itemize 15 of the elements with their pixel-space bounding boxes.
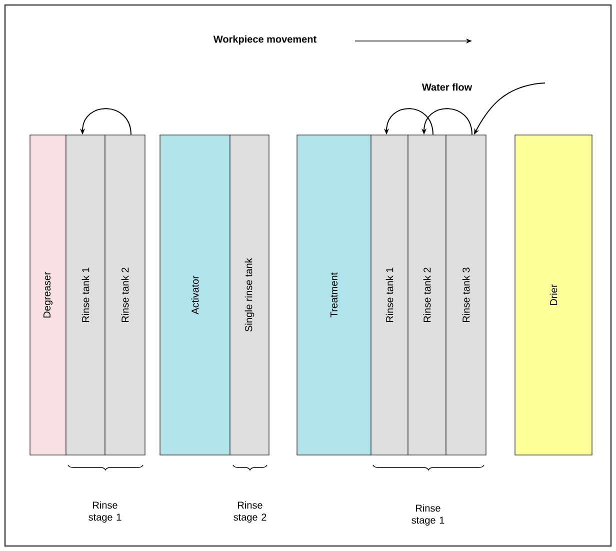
tank-box: Rinse tank 2 [104,134,146,456]
tank-box: Rinse tank 1 [66,134,106,456]
tank-box: Treatment [296,134,372,456]
flow-label: Water flow [422,83,472,91]
tank-box: Activator [160,134,230,456]
stage-label: Rinse stage 1 [88,501,122,523]
tank-box: Rinse tank 1 [370,134,408,456]
stage-label: Rinse stage 1 [412,504,444,526]
direction-label: Workpiece movement [213,35,316,45]
tank-box: Single rinse tank [230,134,270,456]
tank-box: Drier [514,134,592,456]
tank-box: Rinse tank 3 [446,134,486,456]
tank-box: Rinse tank 2 [408,134,446,456]
tank-box: Degreaser [30,134,66,456]
stage-label: Rinse stage 2 [234,501,266,523]
